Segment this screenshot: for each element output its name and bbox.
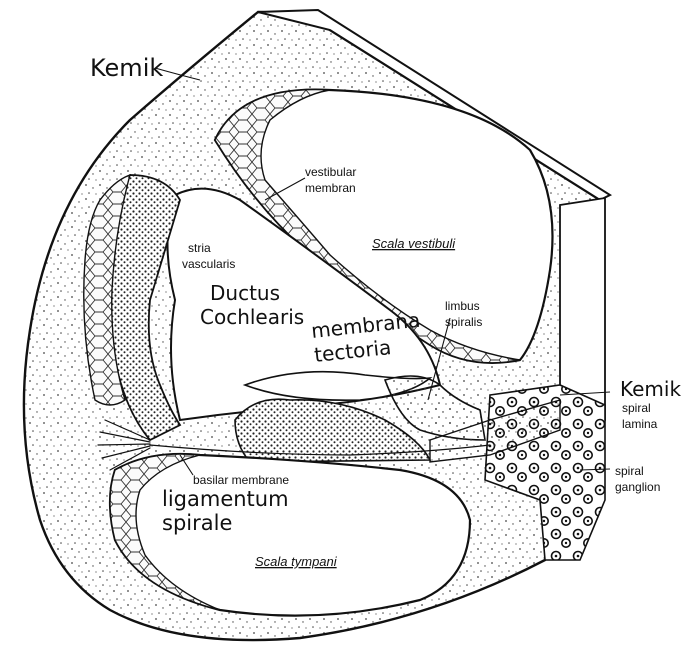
- label-spirale: spirale: [162, 511, 232, 535]
- label-kemik-right: Kemik: [620, 377, 681, 401]
- label-basilar-membrane: basilar membrane: [193, 473, 289, 487]
- label-spiral-ganglion-line2: ganglion: [615, 480, 660, 494]
- label-kemik-top: Kemik: [90, 54, 163, 82]
- label-spiral-lamina-line2: lamina: [622, 417, 658, 431]
- label-ligamentum: ligamentum: [162, 487, 289, 511]
- label-scala-tympani: Scala tympani: [255, 554, 338, 569]
- label-limbus-line1: limbus: [445, 299, 480, 313]
- label-limbus-line2: spiralis: [445, 315, 482, 329]
- label-spiral-lamina-line1: spiral: [622, 401, 651, 415]
- label-ductus: Ductus: [210, 281, 280, 305]
- label-scala-vestibuli: Scala vestibuli: [372, 236, 456, 251]
- label-spiral-ganglion-line1: spiral: [615, 464, 644, 478]
- label-cochlearis: Cochlearis: [200, 305, 304, 329]
- label-vestibular-line1: vestibular: [305, 165, 356, 179]
- label-stria-line2: vascularis: [182, 257, 235, 271]
- label-vestibular-line2: membran: [305, 181, 356, 195]
- label-stria-line1: stria: [188, 241, 211, 255]
